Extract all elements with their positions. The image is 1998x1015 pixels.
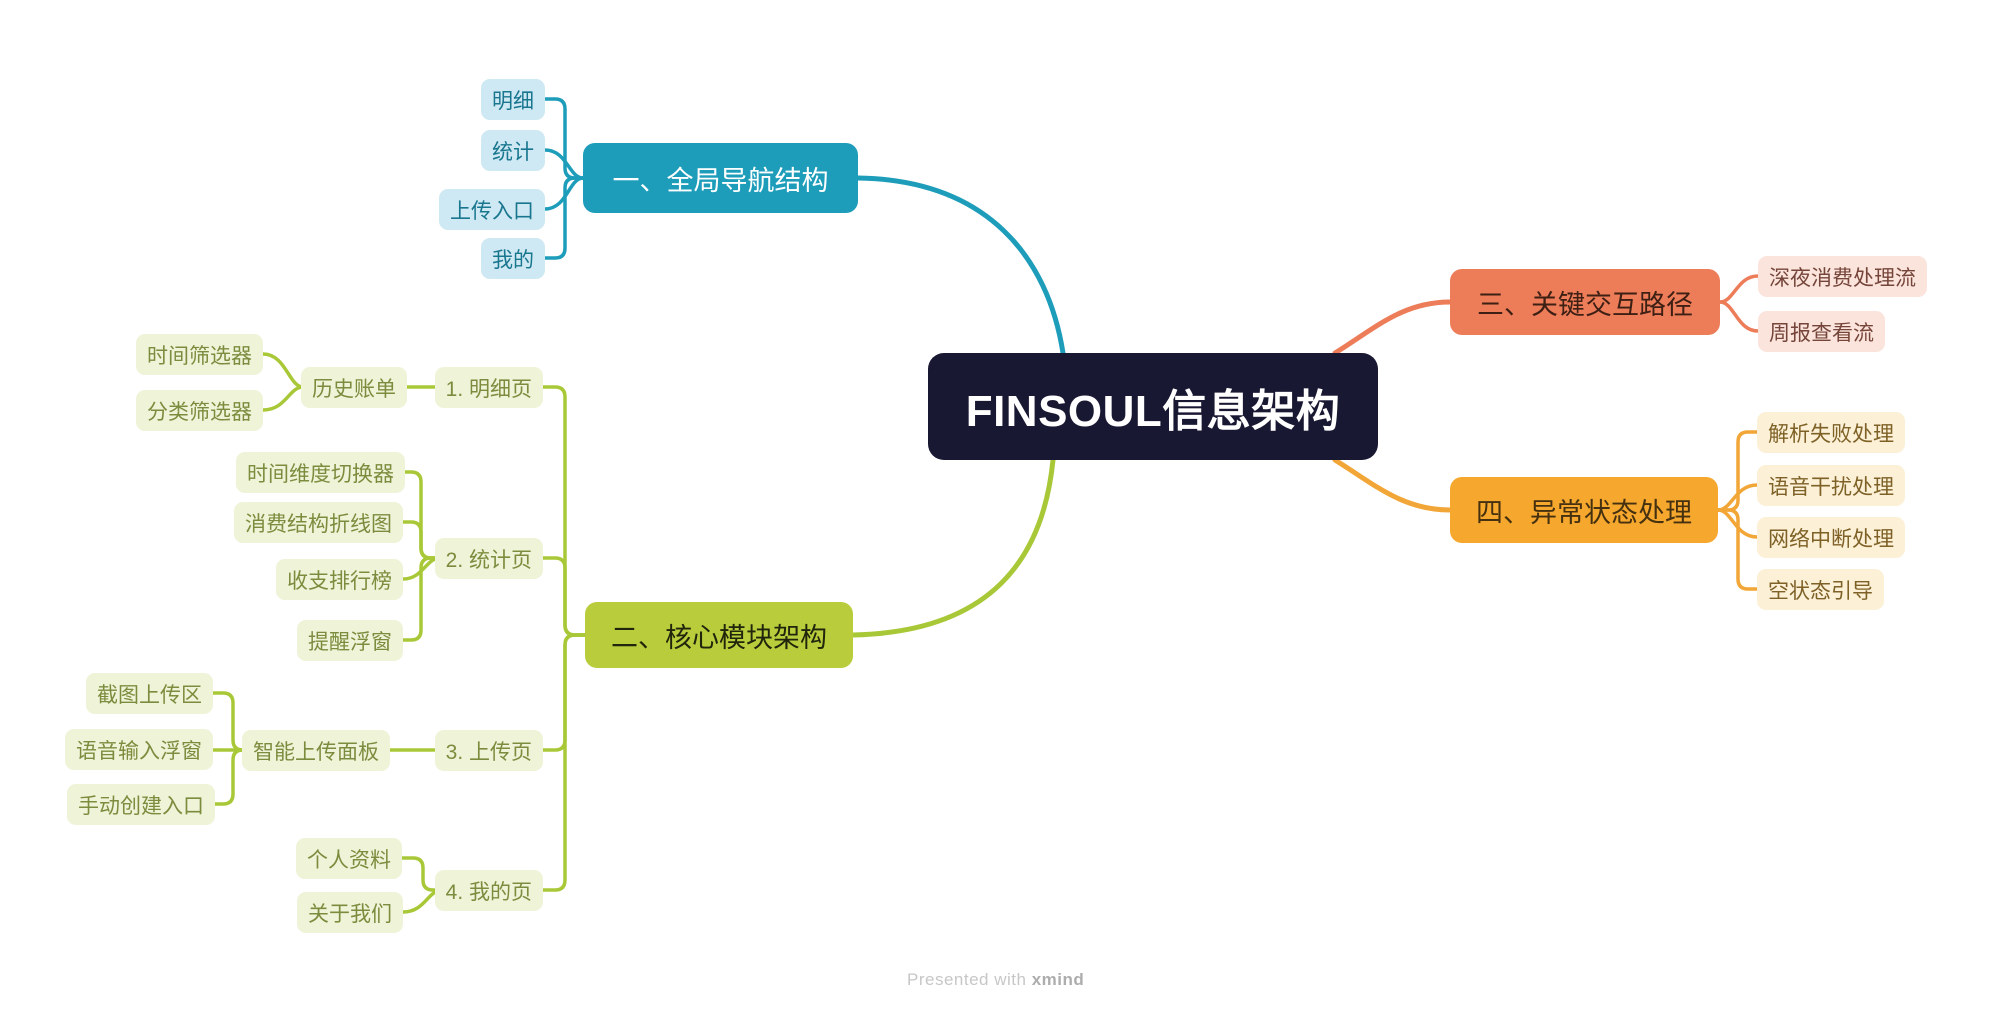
xmind-watermark: Presented with xmind [907, 970, 1084, 990]
subtopic-time-filter[interactable]: 时间筛选器 [136, 334, 263, 375]
subtopic-screenshot-upload-area[interactable]: 截图上传区 [86, 673, 213, 714]
subtopic-voice-input-popup[interactable]: 语音输入浮窗 [65, 729, 213, 770]
subtopic-voice-interference-handling[interactable]: 语音干扰处理 [1757, 465, 1905, 506]
subtopic-detail-page[interactable]: 1. 明细页 [434, 367, 543, 408]
subtopic-late-night-spending-flow[interactable]: 深夜消费处理流 [1758, 256, 1927, 297]
subtopic-network-interruption-handling[interactable]: 网络中断处理 [1757, 517, 1905, 558]
subtopic-spending-line-chart[interactable]: 消费结构折线图 [234, 502, 403, 543]
subtopic-profile-page[interactable]: 4. 我的页 [434, 870, 543, 911]
topic-error-states[interactable]: 四、异常状态处理 [1450, 477, 1718, 543]
connector-error-empty-state [1716, 508, 1759, 591]
subtopic-personal-info[interactable]: 个人资料 [296, 838, 402, 879]
connector-root-key-interactions [1332, 299, 1453, 356]
subtopic-history-bills[interactable]: 历史账单 [301, 367, 407, 408]
subtopic-income-expense-ranking[interactable]: 收支排行榜 [276, 559, 403, 600]
connector-panel-manual [213, 748, 255, 806]
connector-core-profile-page [541, 633, 587, 892]
connector-history-category-filter [261, 385, 305, 412]
subtopic-parse-failure-handling[interactable]: 解析失败处理 [1757, 412, 1905, 453]
subtopic-reminder-popup[interactable]: 提醒浮窗 [297, 620, 403, 661]
connector-root-error-states [1332, 457, 1453, 513]
topic-core-modules[interactable]: 二、核心模块架构 [585, 602, 853, 668]
connector-error-parse-failure [1716, 430, 1759, 512]
subtopic-time-dimension-switcher[interactable]: 时间维度切换器 [236, 452, 405, 493]
watermark-prefix: Presented with [907, 970, 1032, 989]
connector-profile-personal-info [400, 856, 444, 892]
subtopic-stats-page[interactable]: 2. 统计页 [434, 538, 543, 579]
connector-root-global-nav [855, 175, 1066, 356]
root-topic[interactable]: FINSOUL信息架构 [928, 353, 1378, 460]
connector-key-weekly-report-flow [1718, 300, 1760, 333]
subtopic-upload-page[interactable]: 3. 上传页 [434, 730, 543, 771]
subtopic-stats-tab[interactable]: 统计 [481, 130, 545, 171]
connector-global-nav-detail-tab [543, 97, 585, 180]
connector-key-late-night-flow [1718, 274, 1760, 304]
subtopic-smart-upload-panel[interactable]: 智能上传面板 [242, 730, 390, 771]
topic-global-navigation[interactable]: 一、全局导航结构 [583, 143, 858, 213]
subtopic-weekly-report-flow[interactable]: 周报查看流 [1758, 311, 1885, 352]
connector-global-nav-profile-tab [543, 176, 585, 260]
subtopic-about-us[interactable]: 关于我们 [297, 892, 403, 933]
subtopic-manual-create-entry[interactable]: 手动创建入口 [67, 784, 215, 825]
subtopic-profile-tab[interactable]: 我的 [481, 238, 545, 279]
subtopic-empty-state-guidance[interactable]: 空状态引导 [1757, 569, 1884, 610]
connector-root-core-modules [850, 457, 1056, 638]
subtopic-detail-tab[interactable]: 明细 [481, 79, 545, 120]
subtopic-upload-entry-tab[interactable]: 上传入口 [439, 189, 545, 230]
connector-core-stats-page [541, 556, 587, 637]
topic-key-interactions[interactable]: 三、关键交互路径 [1450, 269, 1720, 335]
connector-stats-reminder [401, 556, 442, 642]
connector-history-time-filter [261, 352, 305, 389]
watermark-brand: xmind [1031, 970, 1085, 989]
subtopic-category-filter[interactable]: 分类筛选器 [136, 390, 263, 431]
